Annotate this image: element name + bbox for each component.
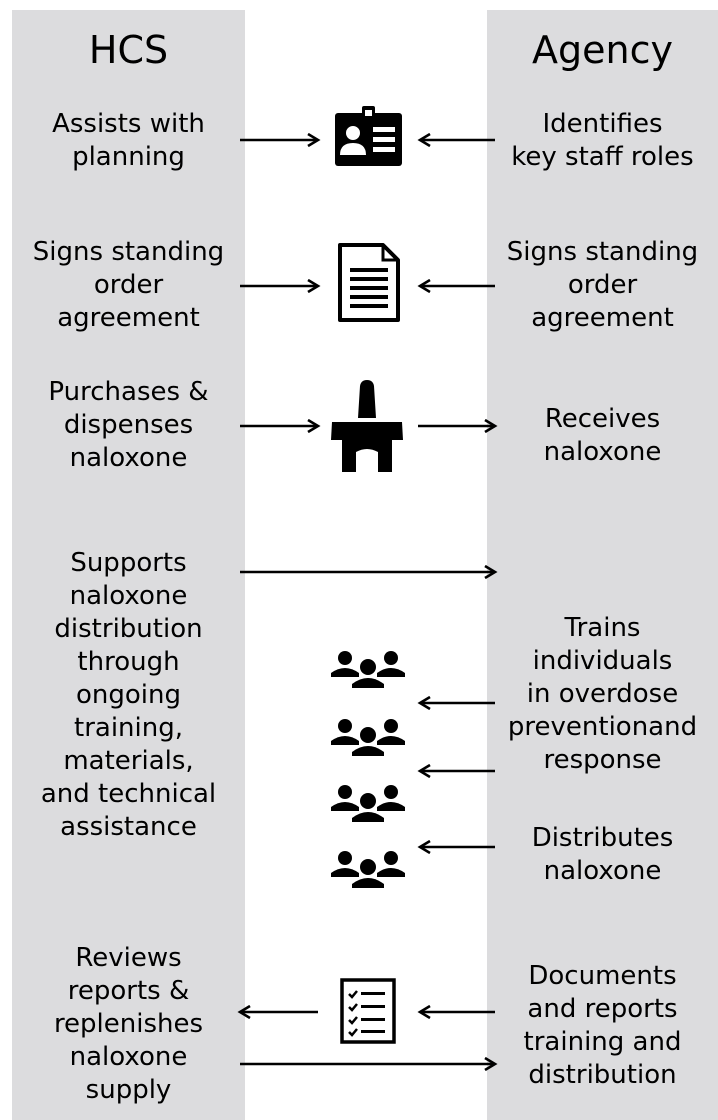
nasal-spray-icon — [331, 380, 403, 472]
people-group-icon — [331, 651, 405, 688]
people-group-icon — [331, 719, 405, 756]
document-icon — [338, 243, 400, 322]
checklist-icon — [340, 978, 396, 1044]
hcs-column — [12, 10, 245, 1120]
agency-column — [487, 10, 718, 1120]
id-badge-icon — [335, 106, 402, 166]
hcs-header: HCS — [88, 28, 169, 72]
agency-header: Agency — [532, 28, 673, 72]
people-group-icon — [331, 851, 405, 888]
people-group-icon — [331, 785, 405, 822]
